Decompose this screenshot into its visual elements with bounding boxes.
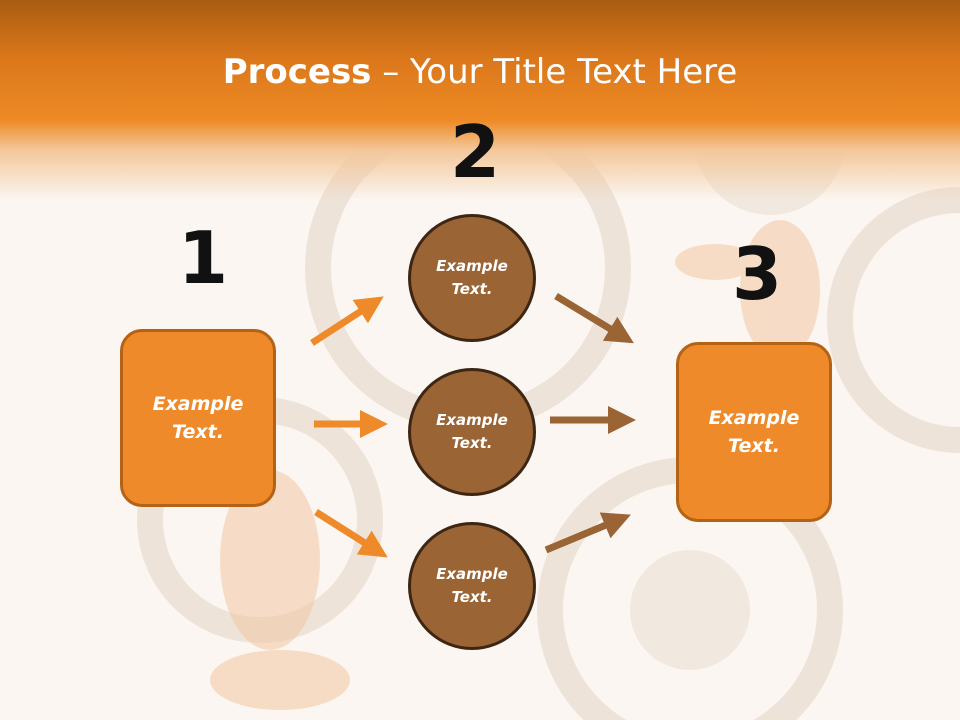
arrow-from-top <box>554 293 634 344</box>
step-number-1: 1 <box>178 216 229 300</box>
circle-top: Example Text. <box>408 214 536 342</box>
right-box: Example Text. <box>676 342 832 522</box>
step-number-3: 3 <box>732 232 783 316</box>
left-box: Example Text. <box>120 329 276 507</box>
circle-bottom-text: Example Text. <box>436 564 508 606</box>
right-box-text: Example Text. <box>708 406 800 458</box>
title-bar <box>0 0 960 200</box>
circle-bottom: Example Text. <box>408 522 536 650</box>
circle-middle: Example Text. <box>408 368 536 496</box>
circle-top-text: Example Text. <box>436 256 508 298</box>
arrow-to-bottom <box>314 509 388 558</box>
step-number-2: 2 <box>450 110 501 194</box>
title-rest: – Your Title Text Here <box>371 52 738 92</box>
title-bold: Process <box>222 52 372 92</box>
circle-middle-text: Example Text. <box>436 410 508 452</box>
left-box-text: Example Text. <box>152 392 244 444</box>
slide-title: Process – Your Title Text Here <box>0 52 960 92</box>
arrow-to-top <box>310 296 384 346</box>
arrow-from-bottom <box>544 512 631 554</box>
